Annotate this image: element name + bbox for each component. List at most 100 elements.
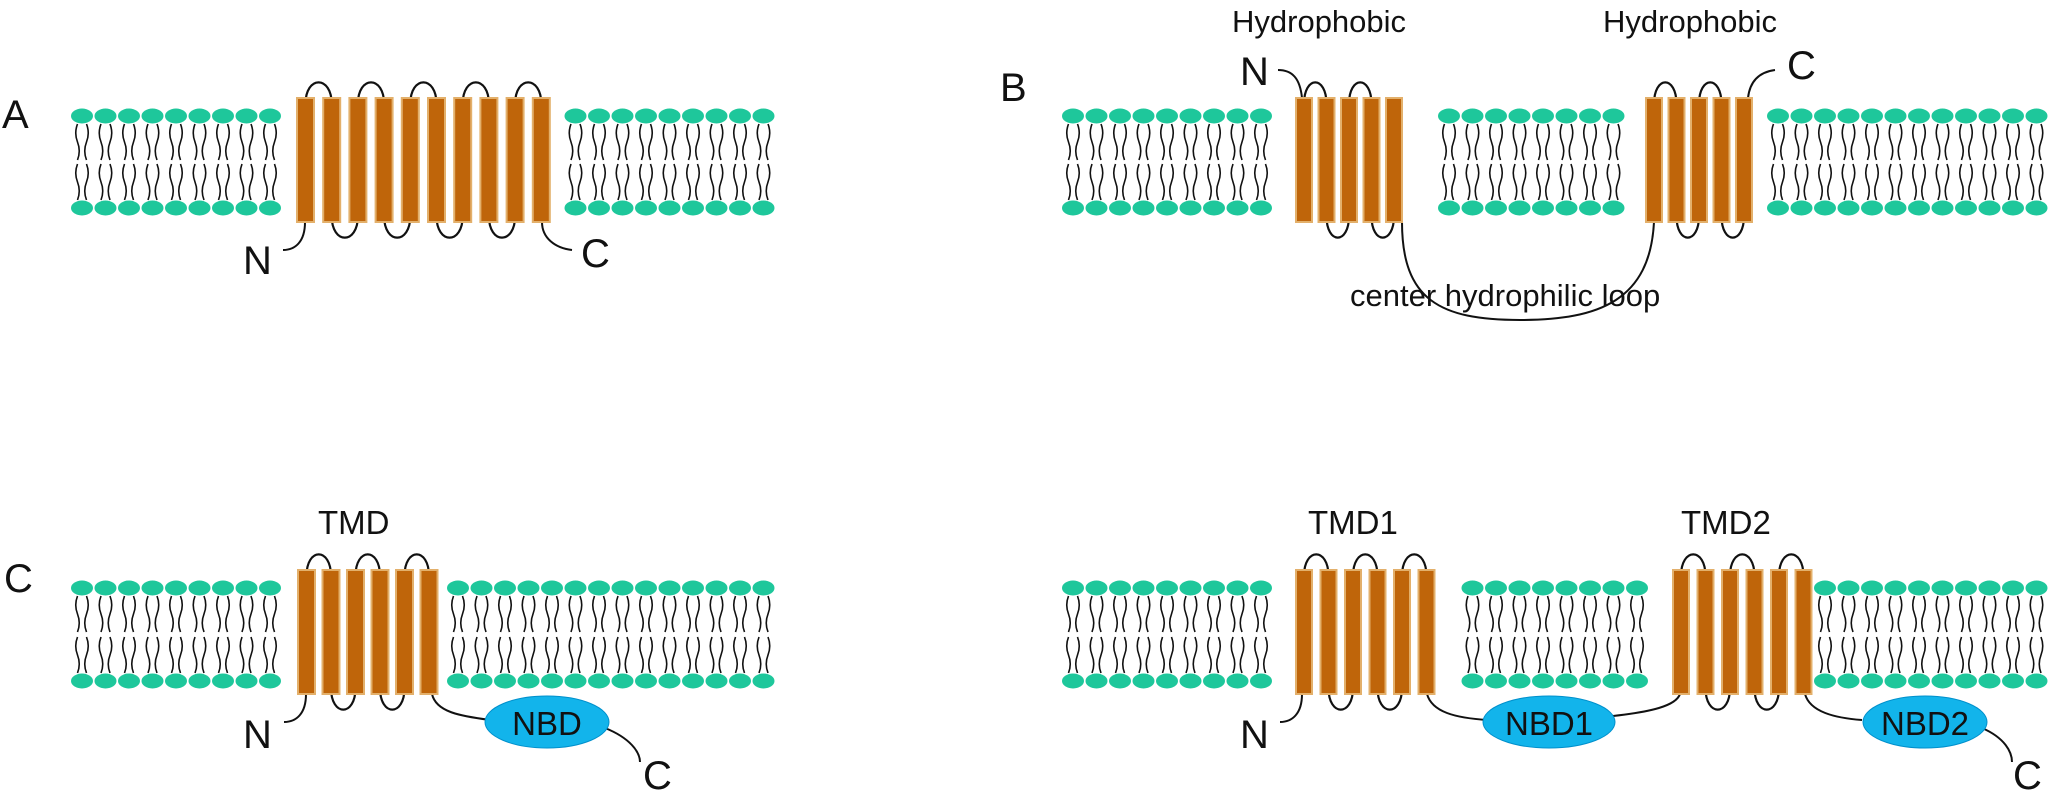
lipid-tail — [1911, 595, 1918, 633]
lipid-tail — [1159, 123, 1166, 161]
lipid-tail — [718, 636, 724, 674]
lipid-head — [1508, 200, 1531, 216]
lipid-head — [705, 673, 728, 689]
lipid-tail — [1192, 123, 1198, 161]
lipid-tail — [1098, 123, 1104, 161]
lipid-head — [1626, 673, 1648, 689]
extracellular-loop — [1697, 81, 1723, 105]
lipid-head — [1955, 108, 1977, 124]
lipid-tail — [1935, 123, 1941, 161]
lipid-head — [752, 200, 775, 216]
lipid-tail — [1497, 595, 1504, 633]
lipid-tail — [732, 163, 739, 201]
transmembrane-helix — [1340, 97, 1358, 223]
lipid-head — [1931, 673, 1954, 689]
lipid-tail — [530, 595, 536, 633]
connecting-loops — [282, 69, 2013, 763]
lipid-tail — [1920, 123, 1927, 161]
lipid-tail — [1521, 595, 1527, 633]
lipid-tail — [591, 163, 598, 201]
lipid-head — [1250, 200, 1272, 216]
lipid-tail — [1074, 595, 1081, 633]
intracellular-loop — [383, 215, 412, 239]
transmembrane-helix — [400, 97, 420, 223]
lipid-tail — [1958, 123, 1965, 161]
lipid-tail — [177, 595, 184, 633]
lipid-tail — [2005, 123, 2012, 161]
lipid-head — [1861, 108, 1883, 124]
lipid-tail — [1441, 163, 1448, 201]
lipid-tail — [98, 595, 104, 633]
lipid-tail — [1206, 595, 1213, 633]
lipid-tail — [1982, 636, 1988, 674]
lipid-tail — [1935, 636, 1941, 674]
lipid-head — [1884, 580, 1907, 596]
lipid-head — [705, 200, 728, 216]
lipid-head — [1203, 580, 1225, 596]
lipid-tail — [192, 163, 198, 201]
lipid-tail — [1239, 163, 1245, 201]
lipid-head — [682, 200, 704, 216]
lipid-tail — [718, 163, 724, 201]
lipid-tail — [1850, 636, 1856, 674]
lipid-tail — [1535, 636, 1542, 674]
lipid-tail — [1817, 123, 1824, 161]
lipid-tail — [1230, 123, 1236, 161]
lipid-head — [611, 108, 634, 124]
lipid-tail — [1629, 636, 1636, 674]
lipid-tail — [2014, 163, 2021, 201]
transmembrane-helix — [1417, 569, 1436, 695]
lipid-tail — [1897, 636, 1903, 674]
lipid-tail — [553, 595, 560, 633]
lipid-head — [1179, 108, 1202, 124]
lipid-tail — [662, 163, 668, 201]
panel-a-c-terminus: C — [581, 232, 610, 276]
lipid-tail — [107, 123, 113, 161]
lipid-tail — [1253, 163, 1260, 201]
lipid-tail — [1920, 163, 1927, 201]
lipid-tail — [600, 595, 607, 633]
lipid-head — [1461, 200, 1484, 216]
lipid-tail — [718, 595, 724, 633]
lipid-head — [1814, 108, 1836, 124]
lipid-tail — [1465, 595, 1471, 633]
lipid-tail — [1098, 595, 1104, 633]
lipid-tail — [1591, 636, 1598, 674]
c-terminal-tail — [1747, 69, 1776, 99]
lipid-tail — [1559, 123, 1565, 161]
lipid-head — [1226, 200, 1249, 216]
lipid-tail — [671, 595, 677, 633]
lipid-head — [1109, 200, 1131, 216]
lipid-tail — [1065, 595, 1072, 633]
lipid-tail — [1168, 163, 1175, 201]
lipid-tail — [1512, 595, 1518, 633]
lipid-head — [1438, 200, 1460, 216]
lipid-tail — [600, 636, 607, 674]
lipid-tail — [1897, 163, 1903, 201]
lipid-tail — [459, 636, 466, 674]
lipid-tail — [1935, 163, 1941, 201]
lipid-tail — [450, 636, 457, 674]
lipid-tail — [74, 123, 81, 161]
intracellular-loop — [487, 215, 517, 239]
lipid-tail — [121, 163, 128, 201]
lipid-tail — [1183, 123, 1189, 161]
lipid-tail — [474, 636, 480, 674]
lipid-tail — [1888, 123, 1894, 161]
lipid-head — [212, 673, 234, 689]
transmembrane-helix — [1672, 569, 1690, 695]
lipid-tail — [685, 163, 692, 201]
lipid-tail — [215, 163, 222, 201]
lipid-tail — [201, 636, 207, 674]
lipid-head — [1179, 200, 1202, 216]
lipid-tail — [1559, 595, 1565, 633]
lipid-tail — [168, 595, 175, 633]
lipid-head — [752, 580, 775, 596]
lipid-head — [1485, 200, 1507, 216]
lipid-tail — [1568, 636, 1574, 674]
lipid-tail — [2005, 636, 2012, 674]
lipid-tail — [1559, 636, 1565, 674]
lipid-tail — [568, 595, 574, 633]
lipid-tail — [2029, 163, 2035, 201]
lipid-tail — [248, 123, 254, 161]
